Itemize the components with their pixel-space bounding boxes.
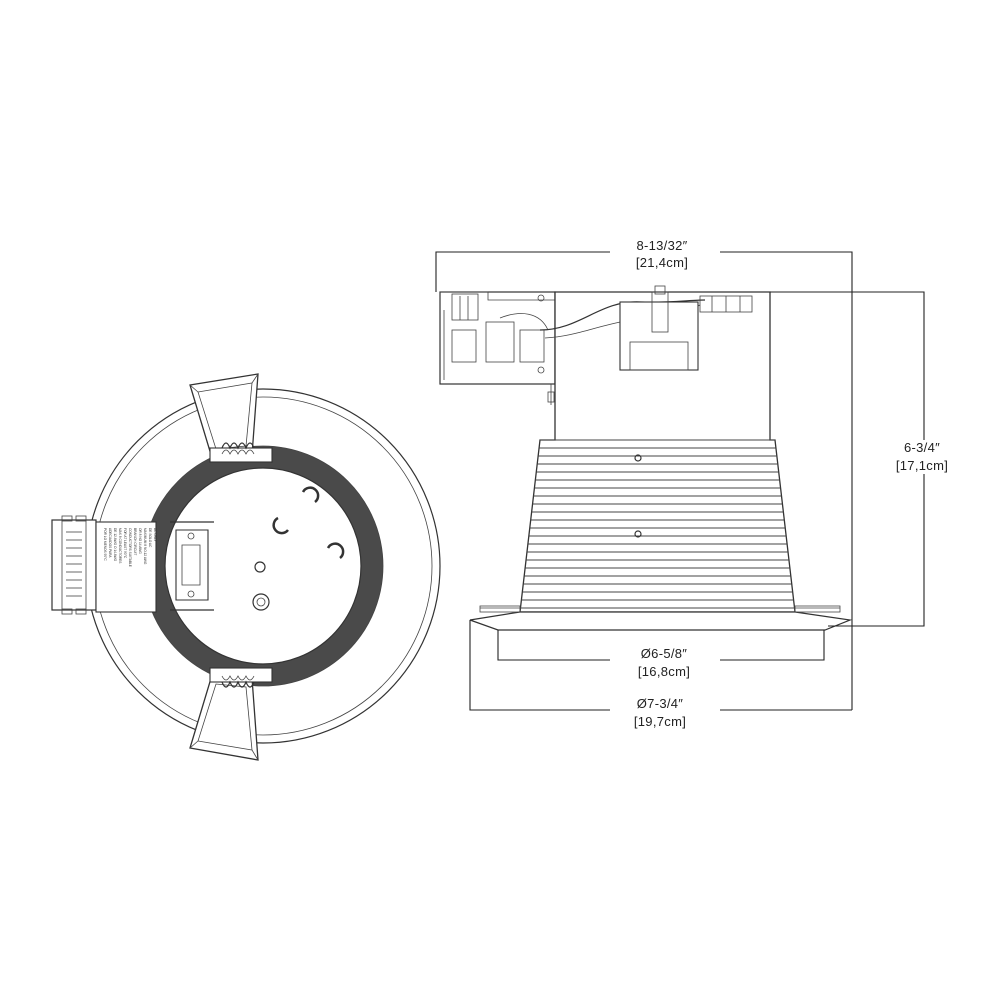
width-imperial: 8-13/32″ — [636, 238, 687, 253]
label-line-9: DE 12 AWG O 14 AWG — [113, 528, 117, 562]
adjust-screw-inner — [256, 597, 266, 607]
side-view — [439, 285, 853, 631]
warning-label-plate — [95, 521, 157, 613]
height-imperial: 6-3/4″ — [904, 440, 940, 455]
dimension-width: 8-13/32″ [21,4cm] — [435, 238, 853, 710]
housing-screw-lower — [634, 530, 642, 538]
adjust-screw — [252, 593, 270, 611]
baffle-ring-inner-edge — [164, 467, 362, 665]
label-line-3: MAXIMUM 8 NO.12 AWG — [143, 528, 147, 565]
label-line-7: FOR AT LEAST 90°C — [123, 528, 127, 559]
ribbed-baffle — [520, 439, 795, 609]
width-metric: [21,4cm] — [636, 255, 688, 270]
junction-box-side-view — [439, 291, 556, 385]
label-line-8: MAX 8 CONDUCTORES — [118, 528, 122, 563]
bottom-spring-clip — [189, 667, 273, 761]
trim-flange — [469, 611, 853, 631]
label-line-2: DE SOLO AC — [148, 528, 152, 548]
label-line-6: CONDUCTORS SUITABLE — [128, 528, 132, 567]
socket-clips — [272, 486, 345, 559]
inner-diameter-metric: [16,8cm] — [638, 664, 690, 679]
dimension-height: 6-3/4″ [17,1cm] — [770, 291, 963, 627]
junction-box-bottom-view: AC ONLY DE SOLO AC MAXIMUM 8 NO.12 AWG O… — [51, 515, 157, 615]
label-line-10: ADECUADOS PARA — [108, 528, 112, 558]
housing-screw-upper — [634, 454, 642, 462]
bottom-view: AC ONLY DE SOLO AC MAXIMUM 8 NO.12 AWG O… — [51, 373, 441, 761]
label-line-1: AC ONLY — [153, 528, 157, 543]
height-metric: [17,1cm] — [896, 458, 948, 473]
outer-diameter-metric: [19,7cm] — [634, 714, 686, 729]
label-line-5: BRANCH CIRCUIT — [133, 528, 137, 555]
dimension-inner-diameter: Ø6-5/8″ [16,8cm] — [497, 630, 825, 680]
lamp-socket — [619, 285, 753, 371]
label-line-4: OR 8 NO 14 AWG — [138, 528, 142, 554]
outer-diameter-imperial: Ø7-3/4″ — [637, 696, 684, 711]
top-spring-clip — [189, 373, 273, 463]
mounting-bracket — [170, 521, 214, 611]
dimension-outer-diameter: Ø7-3/4″ [19,7cm] — [469, 620, 852, 730]
label-line-11: POR LO MENOS 90°C — [103, 528, 107, 561]
center-hole — [254, 561, 266, 573]
inner-diameter-imperial: Ø6-5/8″ — [641, 646, 688, 661]
